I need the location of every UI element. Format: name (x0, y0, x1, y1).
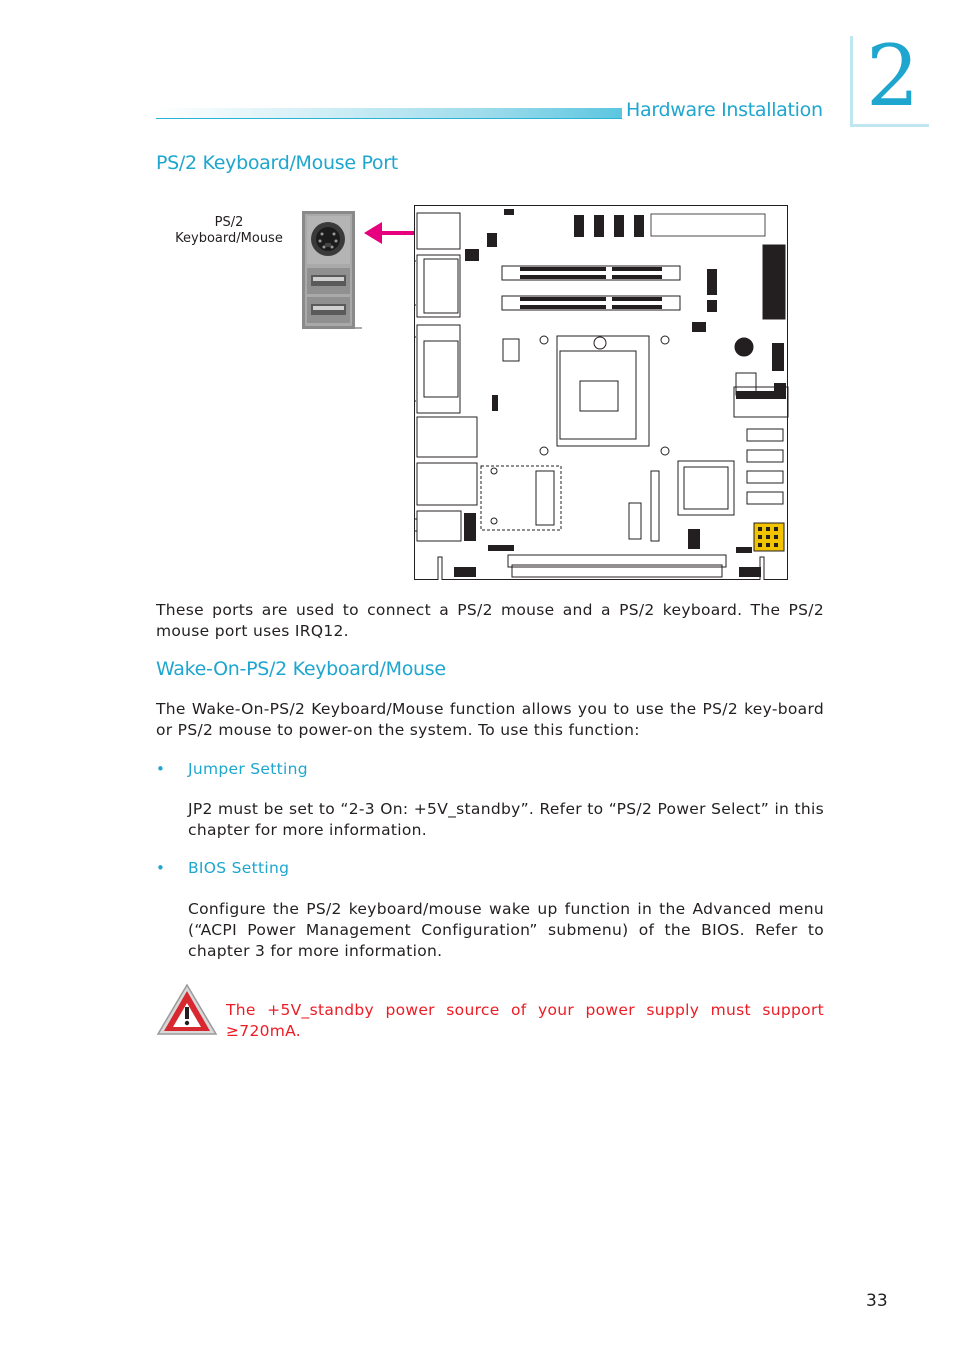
wake-intro: The Wake-On-PS/2 Keyboard/Mouse function… (156, 700, 824, 739)
chapter-box-left-rule (850, 36, 853, 127)
photo-label-line2: Keyboard/Mouse (175, 231, 283, 246)
photo-label-line1: PS/2 (214, 215, 244, 230)
pointer-arrow-icon (364, 222, 414, 244)
chapter-number: 2 (866, 27, 920, 125)
ps2-port-photo (302, 211, 362, 329)
motherboard-diagram (414, 205, 789, 580)
photo-label: PS/2 Keyboard/Mouse (168, 215, 290, 247)
chapter-box-bottom-rule (850, 124, 929, 127)
header-rule (156, 118, 622, 119)
bullet-text-bios: Configure the PS/2 keyboard/mouse wake u… (188, 900, 824, 960)
bullet-dot: • (156, 859, 165, 877)
wake-title: Wake-On-PS/2 Keyboard/Mouse (156, 658, 446, 680)
bullet-label-jumper: Jumper Setting (188, 760, 308, 778)
section-description: These ports are used to connect a PS/2 m… (156, 601, 824, 640)
bullet-text-jumper: JP2 must be set to “2-3 On: +5V_standby”… (188, 800, 824, 839)
section-title: PS/2 Keyboard/Mouse Port (156, 152, 398, 174)
warning-triangle-icon (156, 983, 218, 1035)
bullet-dot: • (156, 760, 165, 778)
caution-text: The +5V_standby power source of your pow… (226, 1001, 824, 1040)
header-section-title: Hardware Installation (626, 99, 823, 121)
header-gradient-bar (156, 108, 622, 119)
page-number: 33 (866, 1291, 888, 1311)
bullet-label-bios: BIOS Setting (188, 859, 290, 877)
